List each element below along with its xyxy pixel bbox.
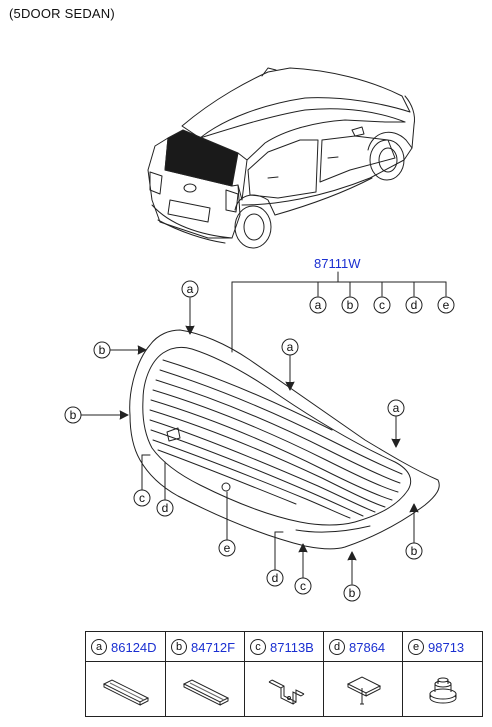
legend-part-number-d: 87864 (349, 639, 386, 655)
legend-letter-a: a (91, 639, 107, 655)
callout-b-right: b (405, 542, 423, 560)
legend-letter-d: d (329, 639, 345, 655)
legend-letter-e: e (408, 639, 424, 655)
svg-text:e: e (443, 298, 450, 312)
callout-a-right: a (387, 399, 405, 417)
callout-a-top: a (181, 280, 199, 298)
assembly-part-number: 87111W (314, 256, 361, 271)
legend-header-row: a 86124D b 84712F c 87113B d 87864 e 987… (86, 632, 482, 662)
legend-letter-b: b (171, 639, 187, 655)
svg-text:b: b (349, 586, 356, 600)
legend-part-number-b: 84712F (191, 639, 236, 655)
tape-strip-icon (182, 679, 230, 706)
callout-assembly-a: a (309, 296, 327, 314)
svg-text:a: a (287, 340, 294, 354)
grommet-icon (429, 677, 457, 704)
tape-strip-icon (102, 679, 150, 706)
callout-assembly-b: b (341, 296, 359, 314)
rear-glass (129, 329, 440, 550)
svg-text:d: d (272, 571, 279, 585)
callout-a-middle: a (281, 338, 299, 356)
legend-part-number-e: 98713 (428, 639, 465, 655)
callout-b-lower-left: b (64, 406, 82, 424)
callout-b-upper-left: b (93, 341, 111, 359)
callout-b-bottom: b (343, 584, 361, 602)
legend-cell-c: c 87113B (245, 632, 324, 662)
svg-text:d: d (411, 298, 418, 312)
car-illustration (147, 67, 415, 249)
svg-text:a: a (315, 298, 322, 312)
callout-c-bottom: c (294, 577, 312, 595)
legend-letter-c: c (250, 639, 266, 655)
callout-e: e (218, 539, 236, 557)
callout-d-bottom: d (266, 569, 284, 587)
svg-text:a: a (393, 401, 400, 415)
svg-text:c: c (139, 491, 145, 505)
legend-cell-e: e 98713 (403, 632, 482, 662)
svg-text:d: d (162, 501, 169, 515)
legend-image-d (324, 662, 403, 717)
bracket-icon (268, 679, 305, 705)
legend-cell-a: a 86124D (86, 632, 166, 662)
legend-image-c (245, 662, 324, 717)
legend-image-b (166, 662, 245, 717)
callout-c-left: c (133, 489, 151, 507)
svg-text:c: c (379, 298, 385, 312)
svg-text:e: e (224, 541, 231, 555)
legend-part-number-a: 86124D (111, 639, 157, 655)
legend-image-e (403, 662, 482, 717)
svg-text:b: b (70, 408, 77, 422)
svg-text:a: a (187, 282, 194, 296)
diagram-caption: (5DOOR SEDAN) (9, 6, 115, 21)
parts-legend-table: a 86124D b 84712F c 87113B d 87864 e 987… (85, 631, 483, 717)
callout-assembly-c: c (373, 296, 391, 314)
callout-d-left: d (156, 499, 174, 517)
legend-image-a (86, 662, 166, 717)
parts-diagram: 87111W a a a a b c d (64, 67, 455, 602)
legend-part-number-c: 87113B (270, 639, 314, 655)
svg-text:b: b (347, 298, 354, 312)
legend-cell-d: d 87864 (324, 632, 403, 662)
svg-text:b: b (99, 343, 106, 357)
callout-assembly-d: d (405, 296, 423, 314)
callout-assembly-e: e (437, 296, 455, 314)
leader-lines (80, 271, 447, 585)
svg-text:b: b (411, 544, 418, 558)
pad-icon (346, 676, 382, 705)
svg-text:c: c (300, 579, 306, 593)
legend-cell-b: b 84712F (166, 632, 245, 662)
